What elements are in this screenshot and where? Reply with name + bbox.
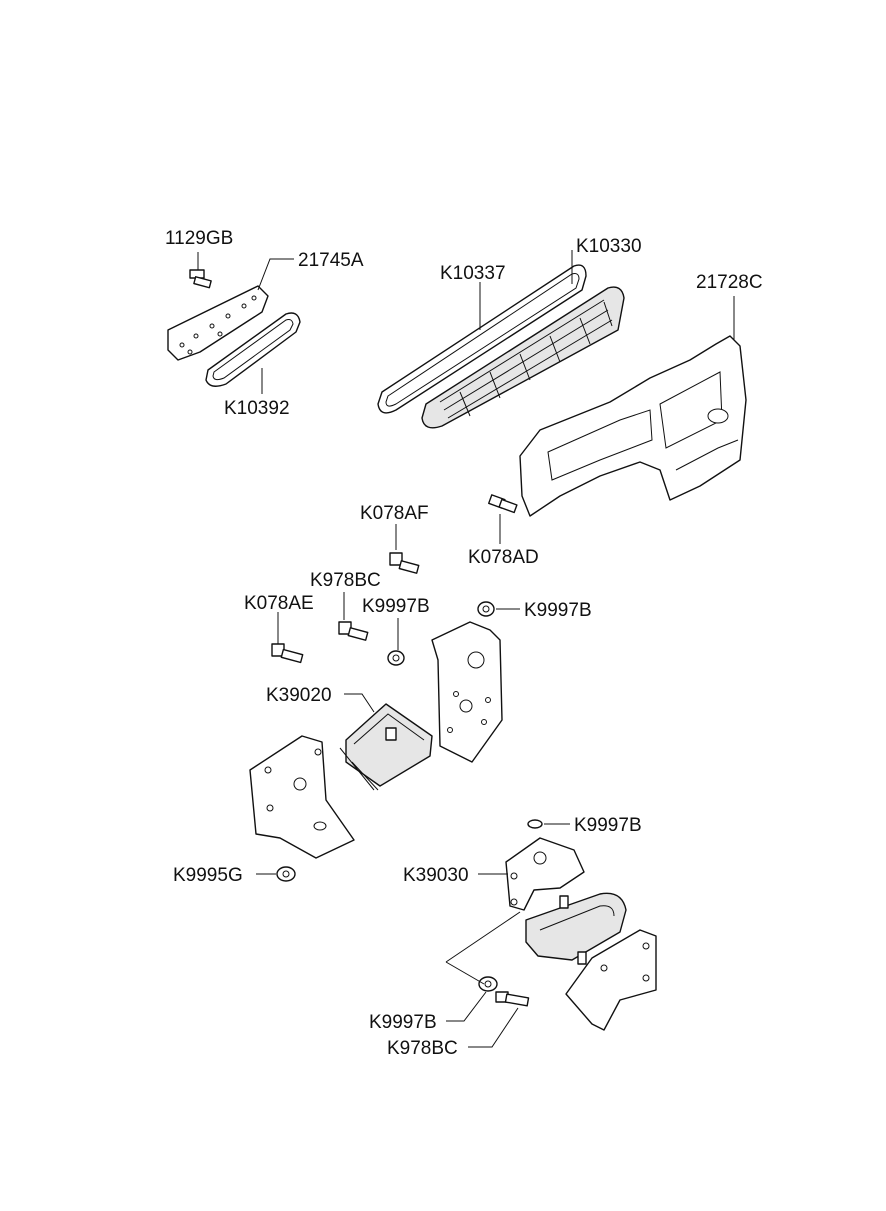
bolt-k078ae (271, 643, 304, 664)
label-k9997b-bottom: K9997B (369, 1012, 437, 1033)
label-1129gb: 1129GB (165, 228, 233, 249)
nut-k9997b-right (477, 601, 495, 617)
bolt-k978bc-bottom (495, 991, 530, 1007)
label-k978bc-top: K978BC (310, 570, 381, 591)
label-k39030: K39030 (403, 865, 469, 886)
label-21745a: 21745A (298, 250, 364, 271)
mount-bracket-k39030 (505, 837, 585, 911)
mount-insulator-k39020 (339, 703, 433, 791)
bolt-1129gb (189, 269, 212, 289)
nut-k9997b-bottom (478, 976, 498, 992)
mount-insulator-lower (525, 892, 627, 965)
label-k9997b-mid: K9997B (362, 596, 430, 617)
part-labels: 1129GB 21745A K10392 K10337 K10330 21728… (165, 228, 763, 1059)
label-k10392: K10392 (224, 398, 290, 419)
mount-bracket-lower-right (565, 929, 657, 1031)
label-21728c: 21728C (696, 272, 763, 293)
label-k10330: K10330 (576, 236, 642, 257)
label-k078ae: K078AE (244, 593, 314, 614)
label-k39020: K39020 (266, 685, 332, 706)
skid-plate-21728c (519, 335, 747, 517)
nut-k9997b-mid (387, 650, 405, 666)
label-k9995g: K9995G (173, 865, 243, 886)
nut-k9995g (276, 866, 296, 882)
bolt-k978bc-top (338, 621, 369, 641)
cover-plate-21745a (167, 285, 269, 361)
bolt-k078ad (488, 494, 518, 514)
screen-k10330 (421, 286, 625, 429)
label-k078ad: K078AD (468, 547, 539, 568)
bolt-k078af (389, 552, 420, 574)
label-k9997b-lower: K9997B (574, 815, 642, 836)
leader-lines (197, 250, 735, 1048)
label-k9997b-right: K9997B (524, 600, 592, 621)
mount-bracket-upper-right (431, 621, 503, 763)
label-k078af: K078AF (360, 503, 429, 524)
gasket-k10337 (377, 264, 587, 414)
label-k10337: K10337 (440, 263, 506, 284)
nut-k9997b-lower (527, 819, 543, 829)
mount-bracket-upper-left (249, 735, 355, 859)
label-k978bc-bottom: K978BC (387, 1038, 458, 1059)
gasket-k10392 (205, 312, 301, 387)
